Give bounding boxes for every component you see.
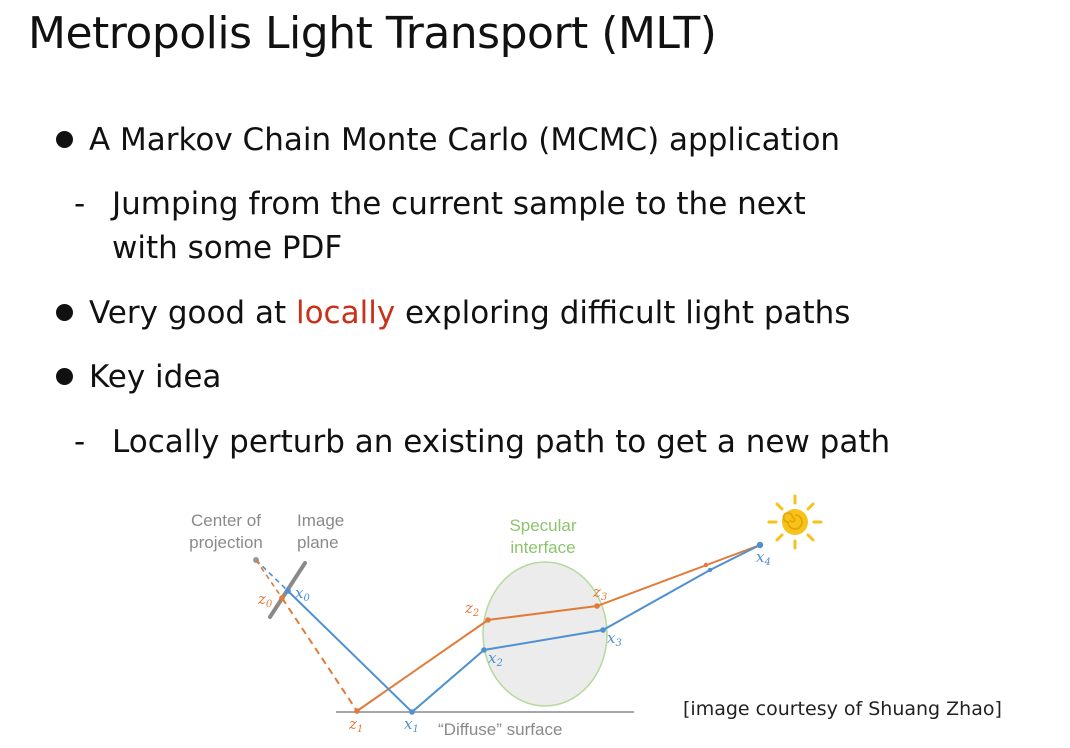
bullet-text: Very good at locally exploring difficult… <box>89 291 850 335</box>
label-z0: z0 <box>257 590 273 610</box>
subbullet-dash: - <box>74 424 86 460</box>
image-plane-label-line2: plane <box>297 533 339 552</box>
label-x0: x0 <box>295 584 310 604</box>
orange-vertex-z3 <box>594 603 600 609</box>
subbullet-text-line1: Jumping from the current sample to the n… <box>112 186 806 222</box>
orange-vertex-z1 <box>354 708 360 714</box>
sun-icon <box>767 494 823 550</box>
orange-dashed-path-segment <box>281 597 358 712</box>
subbullet-dash: - <box>74 186 86 222</box>
center-of-projection-label-line2: projection <box>189 533 263 552</box>
orange-light-path <box>356 544 761 712</box>
slide-title: Metropolis Light Transport (MLT) <box>28 8 717 59</box>
orange-vertex-z0 <box>279 595 285 601</box>
bullet-dot <box>56 131 73 148</box>
label-z2: z2 <box>464 599 479 619</box>
specular-interface-label-line1: Specular <box>509 516 576 535</box>
bullet-text-before: Very good at <box>89 295 296 331</box>
subbullet-text: Locally perturb an existing path to get … <box>112 424 891 460</box>
orange-mid-point <box>703 562 709 568</box>
orange-vertex-z2 <box>485 617 491 623</box>
blue-light-path <box>287 544 761 714</box>
center-of-projection-label-line1: Center of <box>191 511 261 530</box>
specular-interface-shape <box>482 561 608 707</box>
blue-vertex-x0 <box>285 588 291 594</box>
bullet-text: A Markov Chain Monte Carlo (MCMC) applic… <box>89 122 841 158</box>
label-x4: x4 <box>756 548 771 568</box>
specular-interface-label-line2: interface <box>510 538 575 557</box>
blue-vertex-x4 <box>756 541 764 549</box>
subbullet-text-line2: with some PDF <box>112 230 343 266</box>
bullet-text-after: exploring difficult light paths <box>395 295 851 331</box>
blue-vertex-x1 <box>409 709 415 715</box>
highlight-locally: locally <box>295 295 396 331</box>
bullet-dot <box>56 368 73 385</box>
label-z3: z3 <box>592 583 607 603</box>
image-plane-label-line1: Image <box>297 511 344 530</box>
blue-dashed-camera-segment <box>255 559 289 592</box>
orange-dashed-camera-segment <box>255 559 283 599</box>
label-z1: z1 <box>348 715 363 735</box>
image-courtesy-note: [image courtesy of Shuang Zhao] <box>683 698 1002 720</box>
bullet-dot <box>56 304 73 321</box>
blue-vertex-x3 <box>600 627 606 633</box>
blue-mid-point <box>707 567 713 573</box>
blue-vertex-x2 <box>481 647 487 653</box>
bullet-text: Key idea <box>89 359 222 395</box>
label-x1: x1 <box>404 715 419 735</box>
label-x2: x2 <box>488 649 503 669</box>
label-x3: x3 <box>607 629 622 649</box>
diffuse-surface-label: “Diffuse” surface <box>438 720 562 739</box>
